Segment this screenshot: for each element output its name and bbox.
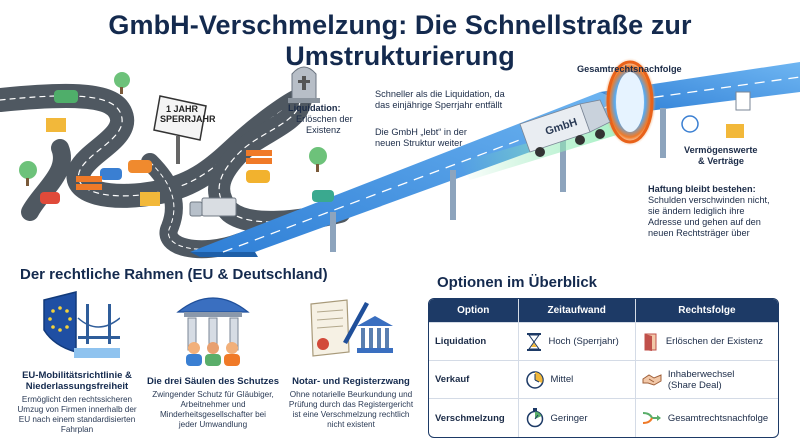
row-option: Liquidation bbox=[429, 323, 519, 360]
sperrjahr-sign bbox=[153, 95, 207, 164]
liquidation-text2: Existenz bbox=[306, 125, 341, 135]
trees bbox=[19, 72, 327, 186]
faster-line2: das einjährige Sperrjahr entfällt bbox=[375, 100, 503, 110]
hero-scene bbox=[0, 58, 800, 259]
table-row: Verkauf Mittel Inhaberwechsel (Share Dea… bbox=[429, 361, 778, 399]
hourglass-icon bbox=[526, 332, 541, 351]
cars bbox=[40, 90, 334, 217]
merge-arrows-icon bbox=[642, 412, 661, 424]
card-notary-text2: Prüfung durch das Registergericht bbox=[288, 400, 414, 409]
card-pillars-text1: Zwingender Schutz für Gläubiger, bbox=[152, 390, 274, 399]
assets-line2: & Verträge bbox=[698, 156, 744, 166]
gravestone bbox=[288, 66, 320, 103]
row-option: Verkauf bbox=[429, 361, 519, 398]
row-result-sub: (Share Deal) bbox=[667, 379, 722, 391]
col-result: Rechtsfolge bbox=[678, 305, 736, 316]
liability-title: Haftung bleibt bestehen: bbox=[648, 184, 756, 194]
sign-line1: 1 JAHR bbox=[165, 104, 198, 114]
col-option: Option bbox=[429, 299, 519, 322]
card-pillars-text2: Arbeitnehmer und bbox=[180, 400, 246, 409]
card-pillars-title1: Die drei Säulen des Schutzes bbox=[147, 376, 279, 387]
row-time: Hoch (Sperrjahr) bbox=[548, 336, 619, 347]
liability-line2: sie ändern lediglich ihre bbox=[648, 206, 745, 216]
gesamt-label: Gesamtrechtsnachfolge bbox=[577, 64, 682, 74]
row-time: Geringer bbox=[550, 412, 588, 424]
page-title: GmbH-Verschmelzung: Die Schnellstraße zu… bbox=[108, 10, 692, 71]
lives-line2: neuen Struktur weiter bbox=[375, 138, 463, 148]
row-result: Gesamtrechtsnachfolge bbox=[667, 412, 769, 424]
card-notary: Notar- und Registerzwang Ohne notarielle… bbox=[280, 290, 422, 430]
clock-icon bbox=[525, 370, 544, 389]
table-row: Verschmelzung Geringer Gesamtrechtsnachf… bbox=[429, 399, 778, 437]
row-time: Mittel bbox=[550, 374, 574, 385]
assets-line1: Vermögenswerte bbox=[684, 145, 758, 155]
faster-line1: Schneller als die Liquidation, da bbox=[375, 89, 505, 99]
card-notary-text1: Ohne notarielle Beurkundung und bbox=[289, 390, 413, 399]
card-eu-text2: Umzug von Firmen innerhalb der bbox=[17, 405, 137, 414]
framework-heading: Der rechtliche Rahmen (EU & Deutschland) bbox=[20, 266, 328, 283]
card-eu: EU-Mobilitätsrichtlinie & Niederlassungs… bbox=[14, 290, 140, 435]
hero-illustration: 1 JAHR SPERRJAHR Liquidation: Erlöschen … bbox=[0, 52, 800, 264]
row-option: Verschmelzung bbox=[429, 399, 519, 437]
gmbh-truck bbox=[519, 99, 611, 157]
table-row: Liquidation Hoch (Sperrjahr) Erlöschen d… bbox=[429, 323, 778, 361]
liquidation-title: Liquidation: bbox=[288, 103, 341, 113]
exit-door-icon bbox=[644, 333, 657, 351]
card-eu-text3: EU nach einem standardisierten bbox=[18, 415, 136, 424]
eu-shield-bridge-icon bbox=[43, 291, 120, 358]
liability-line1: Schulden verschwinden nicht, bbox=[648, 195, 770, 205]
card-eu-title1: EU-Mobilitätsrichtlinie & bbox=[22, 370, 132, 381]
handshake-icon bbox=[642, 373, 662, 386]
portal bbox=[604, 58, 656, 146]
card-eu-title2: Niederlassungsfreiheit bbox=[25, 381, 129, 392]
folders bbox=[46, 91, 751, 206]
col-time: Zeitaufwand bbox=[519, 299, 636, 322]
card-notary-text3: ist eine Verschmelzung rechtlich bbox=[292, 410, 410, 419]
table-header-row: Option Zeitaufwand Rechtsfolge bbox=[429, 299, 778, 323]
card-eu-text4: Fahrplan bbox=[60, 425, 94, 434]
row-result: Erlöschen der Existenz bbox=[665, 336, 764, 347]
card-eu-text1: Ermöglicht den rechtssicheren bbox=[21, 395, 133, 404]
stopwatch-icon bbox=[526, 408, 543, 428]
card-notary-text4: nicht existent bbox=[327, 420, 375, 429]
lives-line1: Die GmbH „lebt“ in der bbox=[375, 127, 467, 137]
card-pillars-text4: jeder Umwandlung bbox=[178, 420, 248, 429]
barriers bbox=[76, 150, 272, 190]
card-pillars-text3: Minderheitsgesellschafter bei bbox=[159, 410, 267, 419]
card-pillars: Die drei Säulen des Schutzes Zwingender … bbox=[146, 290, 280, 430]
liability-line4: neuen Rechtsträger über bbox=[648, 228, 750, 238]
sign-line2: SPERRJAHR bbox=[160, 114, 216, 124]
options-heading: Optionen im Überblick bbox=[437, 274, 598, 291]
pillars-umbrella-icon bbox=[176, 297, 250, 366]
liability-line3: Adresse und gehen auf den bbox=[648, 217, 761, 227]
options-table: Option Zeitaufwand Rechtsfolge Liquidati… bbox=[428, 298, 779, 438]
liquidation-text1: Erlöschen der bbox=[296, 114, 353, 124]
row-result: Inhaberwechsel bbox=[667, 368, 735, 380]
notary-document-icon bbox=[310, 299, 393, 357]
card-notary-title1: Notar- und Registerzwang bbox=[292, 376, 410, 387]
